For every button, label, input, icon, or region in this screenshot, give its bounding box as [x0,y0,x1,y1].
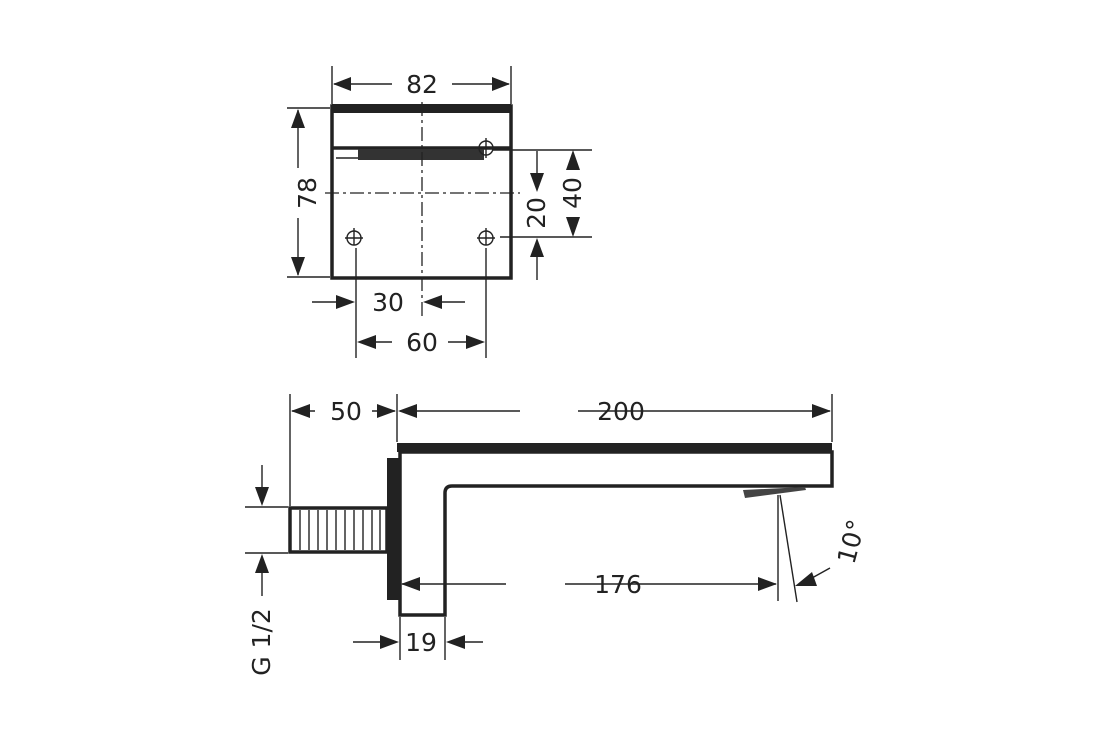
height-label: 78 [293,177,322,209]
dimension-19: 19 [353,628,483,657]
angle-label: 10° [832,516,871,566]
side-view: 50 200 G 1/2 176 10° [245,394,871,676]
dimension-176: 176 [401,570,777,599]
width-label: 82 [406,70,438,99]
offset-20-label: 20 [522,197,551,229]
offset-40-label: 40 [558,177,587,209]
dimension-40: 40 [558,150,587,237]
hatched-outlet [358,149,484,160]
wall-depth-label: 50 [330,397,362,426]
dimension-78: 78 [287,107,330,278]
half-spacing-label: 30 [372,288,404,317]
threaded-connector [288,506,389,554]
outlet-angle-line [779,494,798,603]
mounting-hole [477,228,495,246]
dimension-angle: 10° [795,516,871,586]
dimension-60: 60 [357,328,485,357]
top-view: 82 78 20 40 30 [287,66,592,358]
thread-label: G 1/2 [247,608,276,676]
body-width-label: 19 [405,628,437,657]
dimension-30: 30 [312,288,465,317]
outlet-distance-label: 176 [594,570,642,599]
dimension-50: 50 [291,397,396,426]
mounting-hole [345,228,363,246]
wall-flange [387,458,399,600]
mounting-hole [478,138,494,158]
spacing-label: 60 [406,328,438,357]
spout-top-band [397,443,832,452]
spout-body [398,450,834,617]
dimension-82: 82 [331,66,512,104]
aerator [743,487,806,498]
dimension-20: 20 [522,151,551,280]
projection-label: 200 [597,397,645,426]
dimension-thread: G 1/2 [245,465,288,676]
dimension-200: 200 [398,397,831,426]
